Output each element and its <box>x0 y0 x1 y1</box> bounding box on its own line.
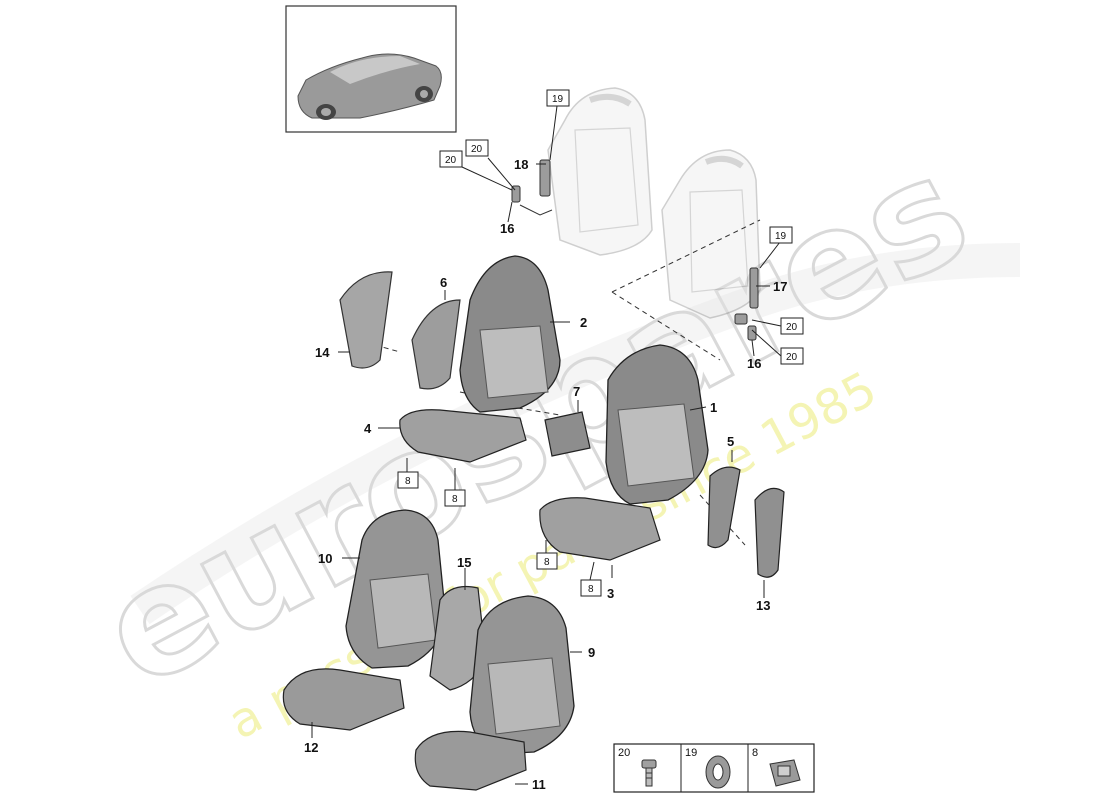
car-thumbnail <box>285 5 457 133</box>
part-6-side-panel <box>411 299 461 390</box>
part-9-backrest-cover <box>469 595 575 755</box>
legend-number-20: 20 <box>618 747 630 759</box>
callout-3: 3 <box>607 586 614 601</box>
callout-16-right: 16 <box>747 356 761 371</box>
callout-11: 11 <box>532 777 546 792</box>
part-14-side-panel <box>339 271 393 369</box>
part-2-backrest <box>459 255 561 413</box>
legend-number-8: 8 <box>752 747 758 759</box>
part-13-side-trim <box>754 487 785 578</box>
callout-6: 6 <box>440 275 447 290</box>
callout-1: 1 <box>710 400 717 415</box>
callout-17: 17 <box>773 279 787 294</box>
ref-box-8-d: 8 <box>580 579 602 597</box>
part-10-backrest-cover <box>345 509 447 669</box>
svg-text:8: 8 <box>405 476 411 487</box>
part-12-cushion-cover <box>282 668 405 731</box>
bolt-icon <box>641 759 657 787</box>
callout-2: 2 <box>580 315 587 330</box>
callout-leaders <box>311 105 782 785</box>
ref-box-20-d: 20 <box>780 347 804 365</box>
callout-4: 4 <box>364 421 372 436</box>
callout-5: 5 <box>727 434 734 449</box>
callout-numbers: 1 2 3 4 5 6 7 9 10 11 12 13 14 15 16 16 … <box>304 157 787 792</box>
bracket-parts-right <box>734 267 759 341</box>
part-3-seat-cushion <box>539 497 661 561</box>
callout-14: 14 <box>315 345 330 360</box>
part-11-cushion-cover <box>414 730 527 791</box>
callout-18: 18 <box>514 157 528 172</box>
svg-text:20: 20 <box>786 352 798 363</box>
part-1-backrest <box>605 344 709 505</box>
svg-text:19: 19 <box>775 231 787 242</box>
grommet-icon <box>705 755 731 789</box>
svg-text:8: 8 <box>452 494 458 505</box>
ref-box-8-a: 8 <box>397 471 419 489</box>
fastener-legend: 20 19 8 <box>613 743 815 793</box>
callout-16-top: 16 <box>500 221 514 236</box>
svg-text:19: 19 <box>552 94 564 105</box>
svg-text:8: 8 <box>588 584 594 595</box>
callout-12: 12 <box>304 740 318 755</box>
callout-13: 13 <box>756 598 770 613</box>
svg-text:20: 20 <box>786 322 798 333</box>
ref-box-20-a: 20 <box>465 139 489 157</box>
svg-text:8: 8 <box>544 557 550 568</box>
seat-frame-right <box>661 149 761 319</box>
seat-frame-left <box>547 87 653 256</box>
part-7-bolster <box>544 411 591 457</box>
ref-box-19-right: 19 <box>769 226 793 244</box>
part-5-side-trim <box>707 466 741 549</box>
clip-icon <box>769 759 801 787</box>
car-thumbnail-icon <box>297 53 442 120</box>
legend-number-19: 19 <box>685 747 697 759</box>
ref-box-20-b: 20 <box>439 150 463 168</box>
boxed-references: 19 19 20 20 20 20 8 8 <box>397 89 804 597</box>
svg-text:20: 20 <box>445 155 457 166</box>
callout-15: 15 <box>457 555 471 570</box>
ref-box-8-b: 8 <box>444 489 466 507</box>
ref-box-20-c: 20 <box>780 317 804 335</box>
callout-7: 7 <box>573 384 580 399</box>
callout-10: 10 <box>318 551 332 566</box>
part-4-seat-cushion <box>399 409 527 463</box>
bracket-parts-left <box>511 159 553 216</box>
callout-9: 9 <box>588 645 595 660</box>
ref-box-19-top: 19 <box>546 89 570 107</box>
svg-text:20: 20 <box>471 144 483 155</box>
ref-box-8-c: 8 <box>536 552 558 570</box>
